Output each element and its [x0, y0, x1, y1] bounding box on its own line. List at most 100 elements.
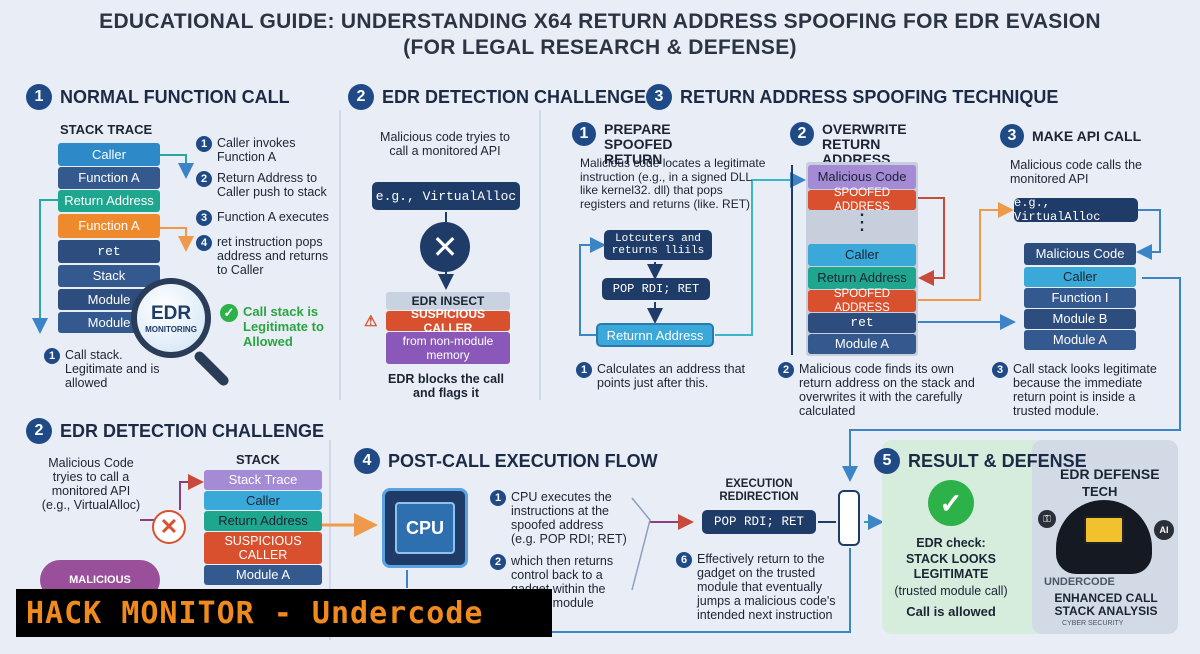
section-2b-heading: 2 EDR DETECTION CHALLENGE — [26, 418, 324, 444]
stack-frame: SUSPICIOUS CALLER — [204, 532, 322, 564]
ai-badge: AI — [1154, 520, 1174, 540]
stack-frame: Caller — [204, 491, 322, 510]
switch-icon — [838, 490, 860, 546]
check-detail: (trusted module call) — [894, 584, 1008, 598]
api-example: e.g., VirtualAlloc — [372, 182, 520, 210]
gadget-box: POP RDI; RET — [702, 510, 816, 534]
section-number: 1 — [26, 84, 52, 110]
section-title: POST-CALL EXECUTION FLOW — [388, 450, 658, 471]
magnifier-icon: EDR MONITORING — [131, 278, 211, 358]
lock-icon: ⚿ — [1038, 510, 1056, 528]
stack-frame: Function A — [58, 167, 160, 189]
stack-frame: ret — [808, 313, 916, 333]
sub-step-1-header: 1 PREPARE SPOOFED RETURN — [572, 122, 734, 167]
check-icon: ✓ — [220, 304, 238, 322]
defense-subtitle: TECH — [1082, 484, 1118, 499]
page-subtitle: (FOR LEGAL RESEARCH & DEFENSE) — [403, 36, 797, 59]
section-title: NORMAL FUNCTION CALL — [60, 86, 290, 107]
allowed-text: Call is allowed — [906, 604, 996, 619]
section-title: EDR DETECTION CHALLENGE — [382, 86, 647, 107]
section-number: 2 — [26, 418, 52, 444]
api-example: e.g., VirtualAlloc — [1014, 196, 1138, 224]
intro-text: Malicious Code tryies to call a monitore… — [41, 456, 141, 512]
stack-frame: Module A — [204, 565, 322, 585]
stack-frame: Malicious Code — [1024, 243, 1136, 265]
stack-frame: Caller — [1024, 267, 1136, 287]
stack-frame: SPOOFED ADDRESS — [808, 187, 916, 213]
warning-icon: ⚠ — [364, 313, 378, 330]
stack-frame: Stack — [58, 265, 160, 287]
stack-title: STACK — [236, 452, 280, 467]
laptop-icon — [1084, 516, 1124, 544]
undercode-mark: UNDERCODE — [1044, 576, 1115, 588]
stack-trace-title: STACK TRACE — [60, 122, 153, 137]
section-number: 2 — [348, 84, 374, 110]
stack-frame: ret — [58, 240, 160, 263]
section-3-heading: 3 RETURN ADDRESS SPOOFING TECHNIQUE — [646, 84, 1058, 110]
section-number: 5 — [874, 448, 900, 474]
check-title: EDR check: — [916, 536, 986, 550]
cpu-label: CPU — [395, 502, 455, 554]
return-address-box: Returnn Address — [596, 323, 714, 347]
stack-frame: Stack Trace — [204, 470, 322, 490]
gadget-search-box: Lotcuters and returns lliils — [604, 230, 712, 260]
check-result: STACK LOOKS LEGITIMATE — [905, 552, 997, 581]
legit-note: Call stack is Legitimate to Allowed — [243, 304, 324, 349]
cyber-mark: CYBER SECURITY — [1062, 620, 1124, 627]
section-number: 3 — [646, 84, 672, 110]
stack-frame: Caller — [808, 244, 916, 266]
stack-frame: Malicious Code — [808, 165, 916, 189]
stack-frame: Return Address — [808, 267, 916, 289]
defense-title: EDR DEFENSE — [1060, 466, 1160, 482]
suspicious-caller: SUSPICIOUS CALLER — [386, 307, 510, 335]
section-2-heading: 2 EDR DETECTION CHALLENGE — [348, 84, 646, 110]
sub-step-2-header: 2 OVERWRITE RETURN ADDRESS — [790, 122, 952, 167]
cpu-pin — [406, 570, 408, 588]
stack-frame: Function I — [1024, 288, 1136, 308]
reject-x-icon: ✕ — [152, 510, 186, 544]
sub-step-3-text: Malicious code calls the monitored API — [1010, 158, 1143, 186]
stack-frame: Return Address — [58, 190, 160, 212]
edr-inspect-title: EDR INSECT — [386, 292, 510, 310]
enhanced-analysis: ENHANCED CALL STACK ANALYSIS — [1054, 591, 1158, 618]
section-title: RESULT & DEFENSE — [908, 450, 1087, 471]
section-title: RETURN ADDRESS SPOOFING TECHNIQUE — [680, 86, 1059, 107]
section-title: EDR DETECTION CHALLENGE — [60, 420, 325, 441]
ellipsis: ⋮ — [851, 209, 873, 234]
hack-monitor-banner: HACK MONITOR - Undercode — [16, 589, 552, 637]
page-title: EDUCATIONAL GUIDE: UNDERSTANDING X64 RET… — [99, 10, 1101, 33]
magnifier-handle — [192, 349, 231, 388]
edr-sublabel: MONITORING — [145, 324, 197, 334]
banner-text: HACK MONITOR - Undercode — [26, 595, 484, 631]
section-1-heading: 1 NORMAL FUNCTION CALL — [26, 84, 290, 110]
stack-frame: Module A — [1024, 330, 1136, 350]
block-x-icon: ✕ — [420, 222, 470, 272]
edr-label: EDR — [150, 302, 192, 324]
block-result: EDR blocks the call and flags it — [387, 372, 504, 400]
redirect-label: EXECUTION REDIRECTION — [719, 478, 799, 503]
gadget-box: POP RDI; RET — [602, 278, 710, 300]
section-4-heading: 4 POST-CALL EXECUTION FLOW — [354, 448, 658, 474]
intro-text: Malicious code tryies to call a monitore… — [380, 130, 510, 158]
stack-frame: Module B — [1024, 309, 1136, 329]
stack-frame: Return Address — [204, 511, 322, 531]
sub-step-1-text: Malicious code locates a legitimate inst… — [580, 156, 766, 211]
sub-step-3-header: 3 MAKE API CALL — [1000, 124, 1141, 148]
cpu-icon: CPU — [382, 488, 468, 568]
stack-frame: Caller — [58, 143, 160, 166]
stack-frame: Function A — [58, 214, 160, 238]
stack-frame: SPOOFED ADDRESS — [808, 288, 916, 314]
stack-frame: Module A — [808, 334, 916, 354]
section-5-heading: 5 RESULT & DEFENSE — [874, 448, 1087, 474]
section-number: 4 — [354, 448, 380, 474]
